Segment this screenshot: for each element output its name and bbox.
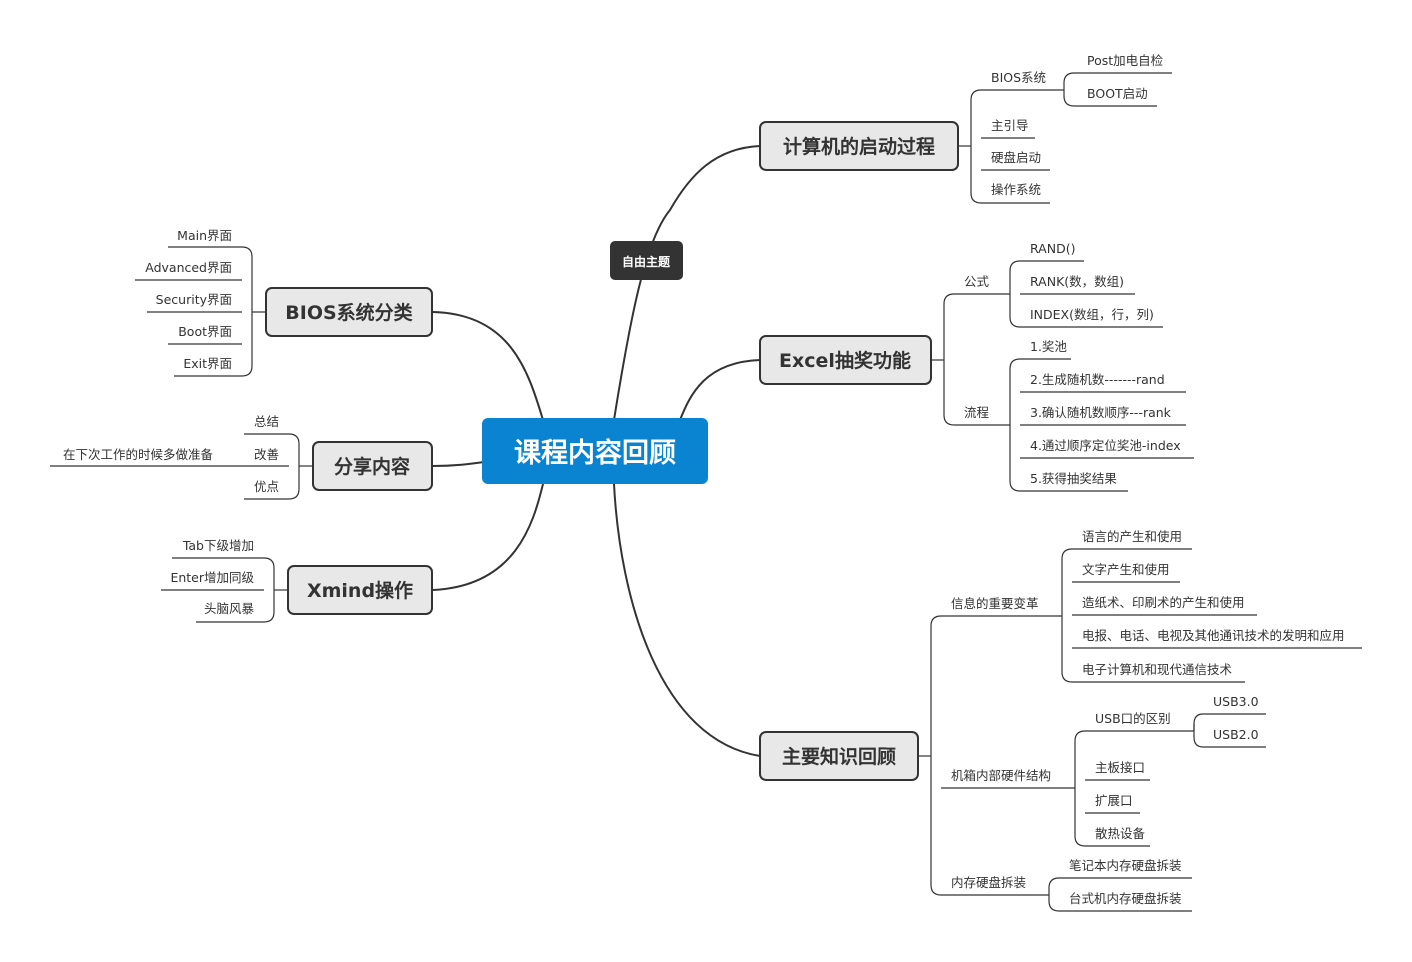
topic-knowledge-label: 主要知识回顾 [782,745,896,768]
subtopic-label[interactable]: USB2.0 [1213,727,1259,742]
subtopic-label[interactable]: 扩展口 [1095,793,1133,808]
topic-boot-process-label: 计算机的启动过程 [783,135,935,158]
xmind-subtopics: Tab下级增加 Enter增加同级 头脑风暴 [170,538,254,616]
subtopic-label[interactable]: 优点 [254,479,279,494]
subtopic-label[interactable]: Boot界面 [178,324,232,339]
subtopic-label[interactable]: BIOS系统 [991,70,1046,85]
subtopic-label[interactable]: 笔记本内存硬盘拆装 [1069,858,1182,873]
subtopic-label[interactable]: RAND() [1030,241,1075,256]
central-topic[interactable]: 课程内容回顾 [482,418,708,484]
subtopic-label[interactable]: 电报、电话、电视及其他通讯技术的发明和应用 [1082,628,1345,643]
share-subtopics: 总结 改善 优点 在下次工作的时候多做准备 [63,414,279,494]
subtopic-label[interactable]: 文字产生和使用 [1082,562,1170,577]
topic-boot-process[interactable]: 计算机的启动过程 [759,121,959,171]
subtopic-label[interactable]: Tab下级增加 [182,538,254,553]
main-connectors [432,145,761,757]
subtopic-label[interactable]: USB口的区别 [1095,711,1171,726]
subtopic-label[interactable]: Enter增加同级 [170,570,254,585]
subtopic-label[interactable]: 操作系统 [991,182,1041,197]
subtopic-label[interactable]: Exit界面 [183,356,232,371]
topic-xmind-label: Xmind操作 [307,579,413,602]
subtopic-label[interactable]: 改善 [254,447,279,462]
topic-excel[interactable]: Excel抽奖功能 [759,335,932,385]
subtopic-label[interactable]: 3.确认随机数顺序---rank [1030,405,1172,420]
subtopic-label[interactable]: 5.获得抽奖结果 [1030,471,1117,486]
subtopic-label[interactable]: 公式 [964,274,990,289]
subtopic-label[interactable]: 台式机内存硬盘拆装 [1069,891,1182,906]
subtopic-label[interactable]: 内存硬盘拆装 [951,875,1026,890]
subtopic-label[interactable]: 造纸术、印刷术的产生和使用 [1082,595,1245,610]
subtopic-label[interactable]: Post加电自检 [1087,53,1164,68]
subtopic-label[interactable]: 信息的重要变革 [951,596,1039,611]
subtopic-label[interactable]: USB3.0 [1213,694,1259,709]
topic-bios-class-label: BIOS系统分类 [285,301,412,324]
subtopic-label[interactable]: RANK(数，数组) [1030,274,1124,289]
subtopic-label[interactable]: 4.通过顺序定位奖池-index [1030,438,1181,453]
topic-knowledge[interactable]: 主要知识回顾 [759,731,919,781]
subtopic-label[interactable]: 硬盘启动 [991,150,1041,165]
subtopic-label[interactable]: 2.生成随机数-------rand [1030,372,1165,387]
topic-bios-class[interactable]: BIOS系统分类 [265,287,433,337]
subtopic-label[interactable]: 主板接口 [1095,760,1145,775]
excel-connectors [931,260,1194,492]
central-topic-label: 课程内容回顾 [514,437,676,469]
bios-class-subtopics: Main界面 Advanced界面 Security界面 Boot界面 Exit… [145,228,232,371]
subtopic-label[interactable]: 机箱内部硬件结构 [951,768,1051,783]
subtopic-label[interactable]: 1.奖池 [1030,339,1067,354]
left-connectors [50,246,313,623]
subtopic-label[interactable]: 散热设备 [1095,826,1146,841]
subtopic-label[interactable]: INDEX(数组，行，列) [1030,307,1154,322]
boot-connectors [958,72,1172,204]
subtopic-label[interactable]: Main界面 [177,228,232,243]
topic-share[interactable]: 分享内容 [312,441,433,491]
subtopic-label[interactable]: 总结 [254,414,279,429]
floating-topic[interactable]: 自由主题 [610,241,683,280]
subtopic-label[interactable]: 主引导 [991,118,1029,133]
knowledge-subtopics: 信息的重要变革 语言的产生和使用 文字产生和使用 造纸术、印刷术的产生和使用 电… [951,529,1345,906]
subtopic-label[interactable]: Advanced界面 [145,260,232,275]
boot-subtopics: BIOS系统 Post加电自检 BOOT启动 主引导 硬盘启动 操作系统 [991,53,1164,197]
subtopic-label[interactable]: 头脑风暴 [204,601,255,616]
excel-subtopics: 公式 RAND() RANK(数，数组) INDEX(数组，行，列) 流程 1.… [964,241,1181,486]
subtopic-label[interactable]: 流程 [964,405,990,420]
note-label[interactable]: 在下次工作的时候多做准备 [63,447,214,462]
topic-xmind[interactable]: Xmind操作 [287,565,433,615]
floating-topic-label: 自由主题 [622,254,671,269]
topic-share-label: 分享内容 [334,455,410,478]
subtopic-label[interactable]: BOOT启动 [1087,86,1148,101]
topic-excel-label: Excel抽奖功能 [779,349,911,372]
subtopic-label[interactable]: 语言的产生和使用 [1082,529,1182,544]
knowledge-connectors [918,548,1362,912]
subtopic-label[interactable]: 电子计算机和现代通信技术 [1082,662,1233,677]
subtopic-label[interactable]: Security界面 [156,292,232,307]
